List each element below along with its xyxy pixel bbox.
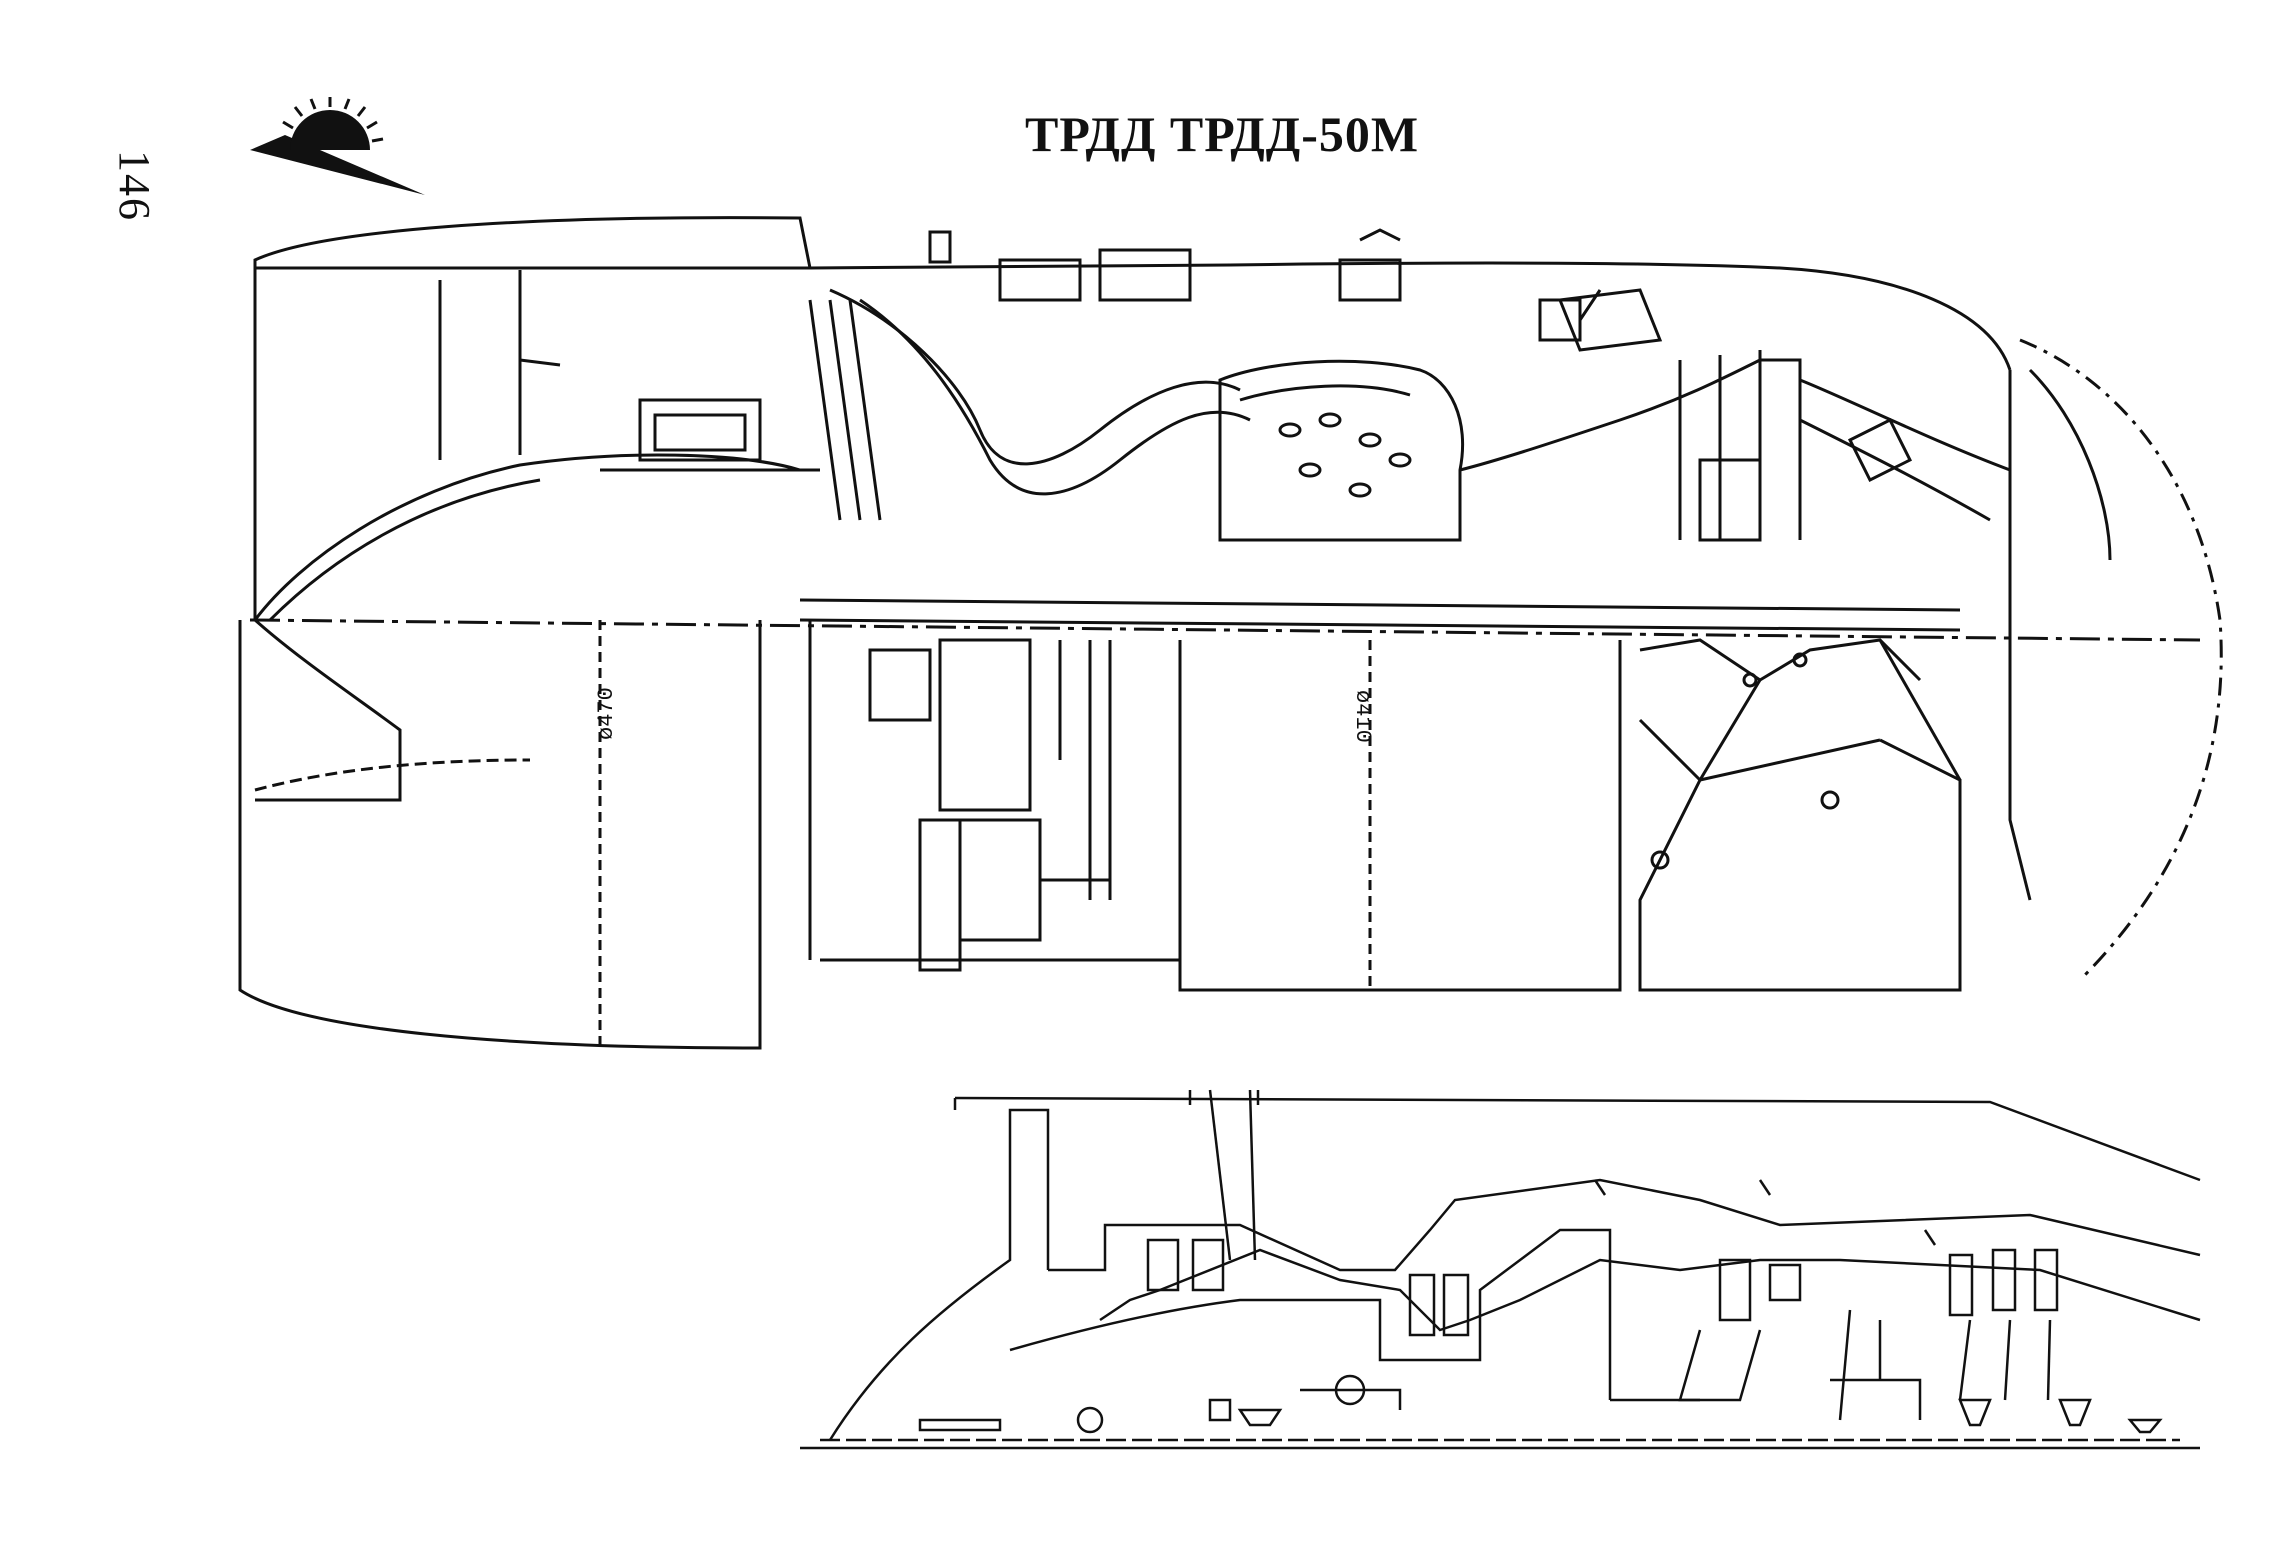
dimension-mid-diameter: ø410 — [1350, 690, 1375, 743]
sunburst-logo-icon — [250, 97, 425, 195]
dimension-inlet-diameter: ø470 — [594, 687, 619, 740]
page-title: ТРДД ТРДД-50М — [1025, 106, 1420, 162]
engine-main-section — [238, 216, 2223, 1050]
engine-schematic — [800, 1089, 2201, 1450]
